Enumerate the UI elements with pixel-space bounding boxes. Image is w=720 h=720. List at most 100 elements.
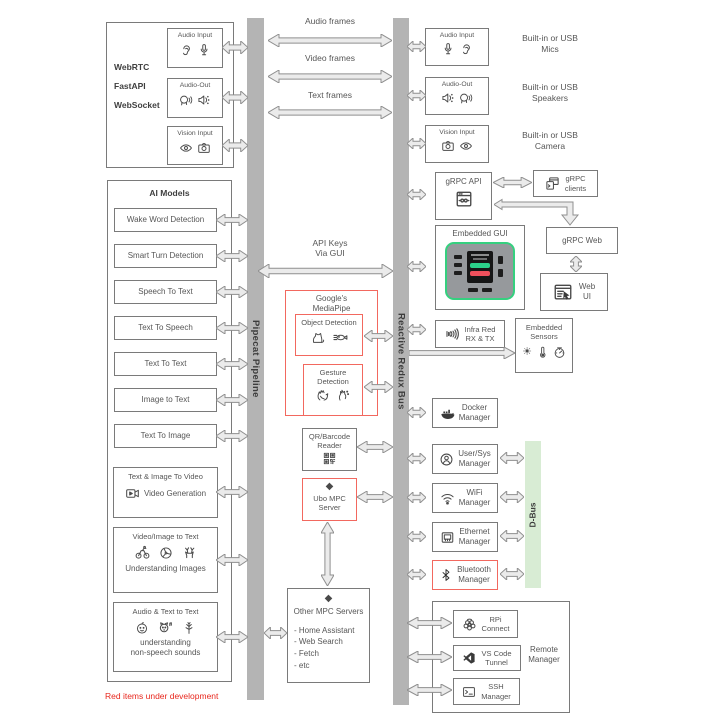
- reactive-redux-bus-label: Reactive Redux Bus: [395, 313, 407, 410]
- vscode-tunnel-label: VS Code Tunnel: [481, 648, 512, 667]
- mediapipe-title: Google's MediaPipe: [312, 294, 351, 313]
- embedded-sensors-box: Embedded Sensors ☀: [515, 318, 573, 373]
- ssh-manager-box: SSH Manager: [453, 678, 520, 705]
- device-vision-input-label: Vision Input: [439, 129, 475, 136]
- object-detection-box: Object Detection: [295, 314, 363, 356]
- bluetooth-icon: [439, 568, 453, 582]
- mpc-item-fetch: - Fetch: [294, 648, 319, 658]
- bus-ssh-arrow: [405, 683, 454, 697]
- grpc-api-box: gRPC API: [435, 172, 492, 220]
- terminal-icon: [462, 685, 476, 699]
- protocol-websocket: WebSocket: [114, 100, 160, 110]
- infra-red-label: Infra Red RX & TX: [464, 324, 496, 343]
- device-audio-input-box: Audio Input: [425, 28, 489, 66]
- client-audio-out-label: Audio-Out: [179, 82, 211, 89]
- bus-docker-arrow: [406, 405, 427, 420]
- device-screen-cancel-bar: [470, 271, 490, 276]
- mpc-item-home-assistant: - Home Assistant: [294, 625, 355, 635]
- api-keys-arrow: [257, 263, 394, 279]
- grpc-web-box: gRPC Web: [546, 227, 618, 254]
- client-audio-out-arrow: [221, 89, 249, 106]
- web-ui-box: Web UI: [540, 273, 608, 311]
- wifi-dbus-arrow: [499, 489, 525, 505]
- client-audio-in-arrow: [221, 39, 249, 56]
- dog-icon: [158, 620, 173, 635]
- device-button: [468, 288, 478, 292]
- camera-caption: Built-in or USB Camera: [522, 130, 578, 152]
- cat-icon: [311, 331, 325, 345]
- bus-grpc-api-arrow: [406, 187, 427, 202]
- ir-waves-icon: [445, 326, 461, 342]
- sound-understanding-arrow: [215, 630, 249, 644]
- device-audio-out-label: Audio-Out: [441, 81, 473, 88]
- ethernet-dbus-arrow: [499, 528, 525, 544]
- mpc-item-etc: - etc: [294, 660, 310, 670]
- ubo-mpc-arrow: [356, 490, 394, 504]
- device-vision-input-box: Vision Input: [425, 125, 489, 163]
- image-understanding-arrow: [215, 553, 249, 567]
- pipecat-pipeline-label: Pipecat Pipeline: [250, 320, 261, 398]
- audio-frames-label: Audio frames: [304, 16, 356, 26]
- embedded-gui-label: Embedded GUI: [452, 229, 508, 238]
- embedded-sensors-label: Embedded Sensors: [525, 323, 563, 342]
- sun-icon: ☀: [522, 346, 532, 359]
- client-audio-out-box: Audio-Out: [167, 78, 223, 118]
- model-smart-turn: Smart Turn Detection: [114, 244, 217, 268]
- speech-head-icon: [179, 93, 193, 107]
- user-sys-manager-label: User/Sys Manager: [458, 449, 491, 468]
- d-bus-label: D-Bus: [528, 501, 538, 528]
- bus-bluetooth-arrow: [406, 567, 427, 582]
- device-audio-out-box: Audio-Out: [425, 77, 489, 115]
- mic-icon: [441, 42, 455, 56]
- bus-wifi-arrow: [406, 490, 427, 505]
- device-button: [454, 271, 462, 275]
- device-screen: [467, 251, 493, 283]
- model-arrow-1: [215, 213, 249, 227]
- vscode-icon: [462, 651, 476, 665]
- qr-reader-box: QR/Barcode Reader: [302, 428, 357, 471]
- gesture-detection-label: Gesture Detection: [317, 368, 349, 387]
- model-tti: Text To Image: [114, 424, 217, 448]
- device-button: [482, 288, 492, 292]
- camera-icon: [441, 139, 455, 153]
- ethernet-manager-label: Ethernet Manager: [458, 527, 491, 546]
- ubo-other-vertical-arrow: [320, 521, 335, 587]
- model-video-generation-box: Text & Image To Video Video Generation: [113, 467, 218, 518]
- diamond-icon: ◆: [325, 481, 334, 492]
- mic-icon: [197, 43, 211, 57]
- device-button: [498, 269, 503, 277]
- model-arrow-5: [215, 357, 249, 371]
- grpc-api-label: gRPC API: [445, 177, 482, 186]
- video-frames-label: Video frames: [305, 53, 355, 63]
- qr-code-icon: [323, 452, 336, 465]
- bus-audio-in-arrow: [406, 39, 427, 54]
- client-vision-input-label: Vision Input: [177, 130, 213, 137]
- speech-head-icon: [459, 91, 473, 105]
- video-frames-arrow: [267, 69, 393, 84]
- api-keys-label: API Keys Via GUI: [312, 238, 348, 259]
- grpc-web-elbow-arrow: [493, 198, 584, 226]
- bus-sensors-arrow: [408, 346, 517, 360]
- client-audio-input-box: Audio Input: [167, 28, 223, 68]
- pipecat-pipeline-bar: Pipecat Pipeline: [247, 18, 264, 700]
- camera-icon: [197, 141, 211, 155]
- model-stt: Speech To Text: [114, 280, 217, 304]
- fan-icon: [159, 546, 173, 560]
- bus-user-arrow: [406, 451, 427, 466]
- mics-caption: Built-in or USB Mics: [522, 33, 578, 55]
- ubo-mpc-server-box: ◆ Ubo MPC Server: [302, 478, 357, 521]
- clap-icon: [316, 388, 330, 402]
- remote-manager-label: Remote Manager: [528, 645, 560, 664]
- other-mpc-servers-box: ◆ Other MPC Servers - Home Assistant - W…: [287, 588, 370, 683]
- protocol-webrtc: WebRTC: [114, 62, 150, 72]
- reactive-redux-bus-bar: Reactive Redux Bus: [393, 18, 409, 705]
- bus-audio-out-arrow: [406, 88, 427, 103]
- model-tts: Text To Speech: [114, 316, 217, 340]
- ssh-manager-label: SSH Manager: [481, 682, 511, 701]
- client-audio-input-label: Audio Input: [177, 32, 213, 39]
- device-audio-input-label: Audio Input: [439, 32, 475, 39]
- gesture-detection-box: Gesture Detection: [303, 364, 363, 416]
- vscode-tunnel-box: VS Code Tunnel: [453, 645, 521, 671]
- docker-manager-label: Docker Manager: [458, 403, 491, 422]
- grpc-clients-box: gRPC clients: [533, 170, 598, 197]
